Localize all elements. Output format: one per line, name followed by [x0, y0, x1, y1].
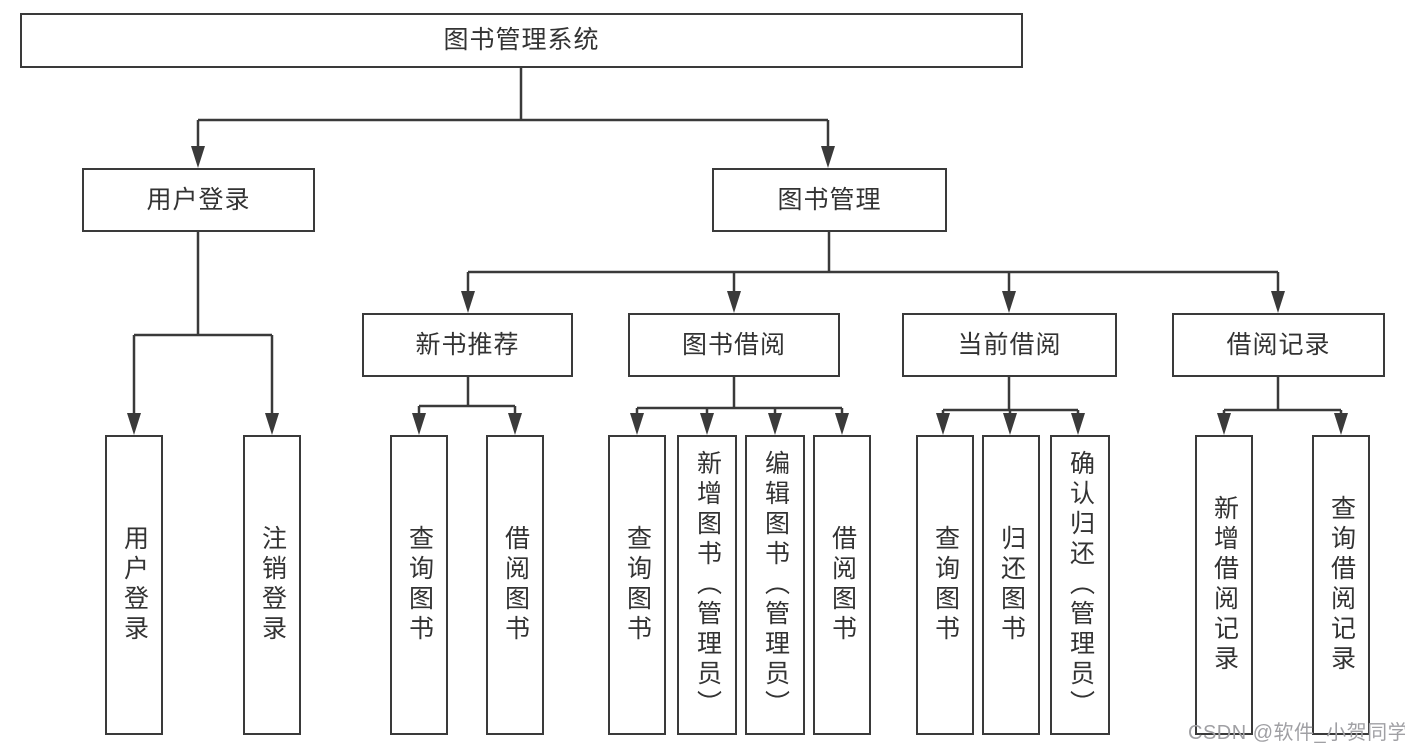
node-book-management: 图书管理 — [712, 168, 947, 232]
leaf-confirm-return-admin: 确认归还（管理员） — [1050, 435, 1110, 735]
leaf-edit-books-admin: 编辑图书（管理员） — [745, 435, 805, 735]
leaf-query-books-recommend: 查询图书 — [390, 435, 448, 735]
node-book-borrowing: 图书借阅 — [628, 313, 840, 377]
leaf-borrow-books: 借阅图书 — [813, 435, 871, 735]
connector-lines-path — [132, 68, 1343, 417]
node-library-system: 图书管理系统 — [20, 13, 1023, 68]
leaf-query-books-current: 查询图书 — [916, 435, 974, 735]
leaf-query-books-borrow: 查询图书 — [608, 435, 666, 735]
csdn-watermark: CSDN @软件_小贺同学 — [1188, 722, 1405, 744]
leaf-logout: 注销登录 — [243, 435, 301, 735]
leaf-add-borrow-record: 新增借阅记录 — [1195, 435, 1253, 735]
leaf-add-books-admin: 新增图书（管理员） — [677, 435, 737, 735]
leaf-query-borrow-record: 查询借阅记录 — [1312, 435, 1370, 735]
leaf-user-login: 用户登录 — [105, 435, 163, 735]
node-new-book-recommend: 新书推荐 — [362, 313, 573, 377]
node-borrow-records: 借阅记录 — [1172, 313, 1385, 377]
node-user-login: 用户登录 — [82, 168, 315, 232]
node-current-borrowing: 当前借阅 — [902, 313, 1117, 377]
leaf-return-books: 归还图书 — [982, 435, 1040, 735]
leaf-borrow-books-recommend: 借阅图书 — [486, 435, 544, 735]
